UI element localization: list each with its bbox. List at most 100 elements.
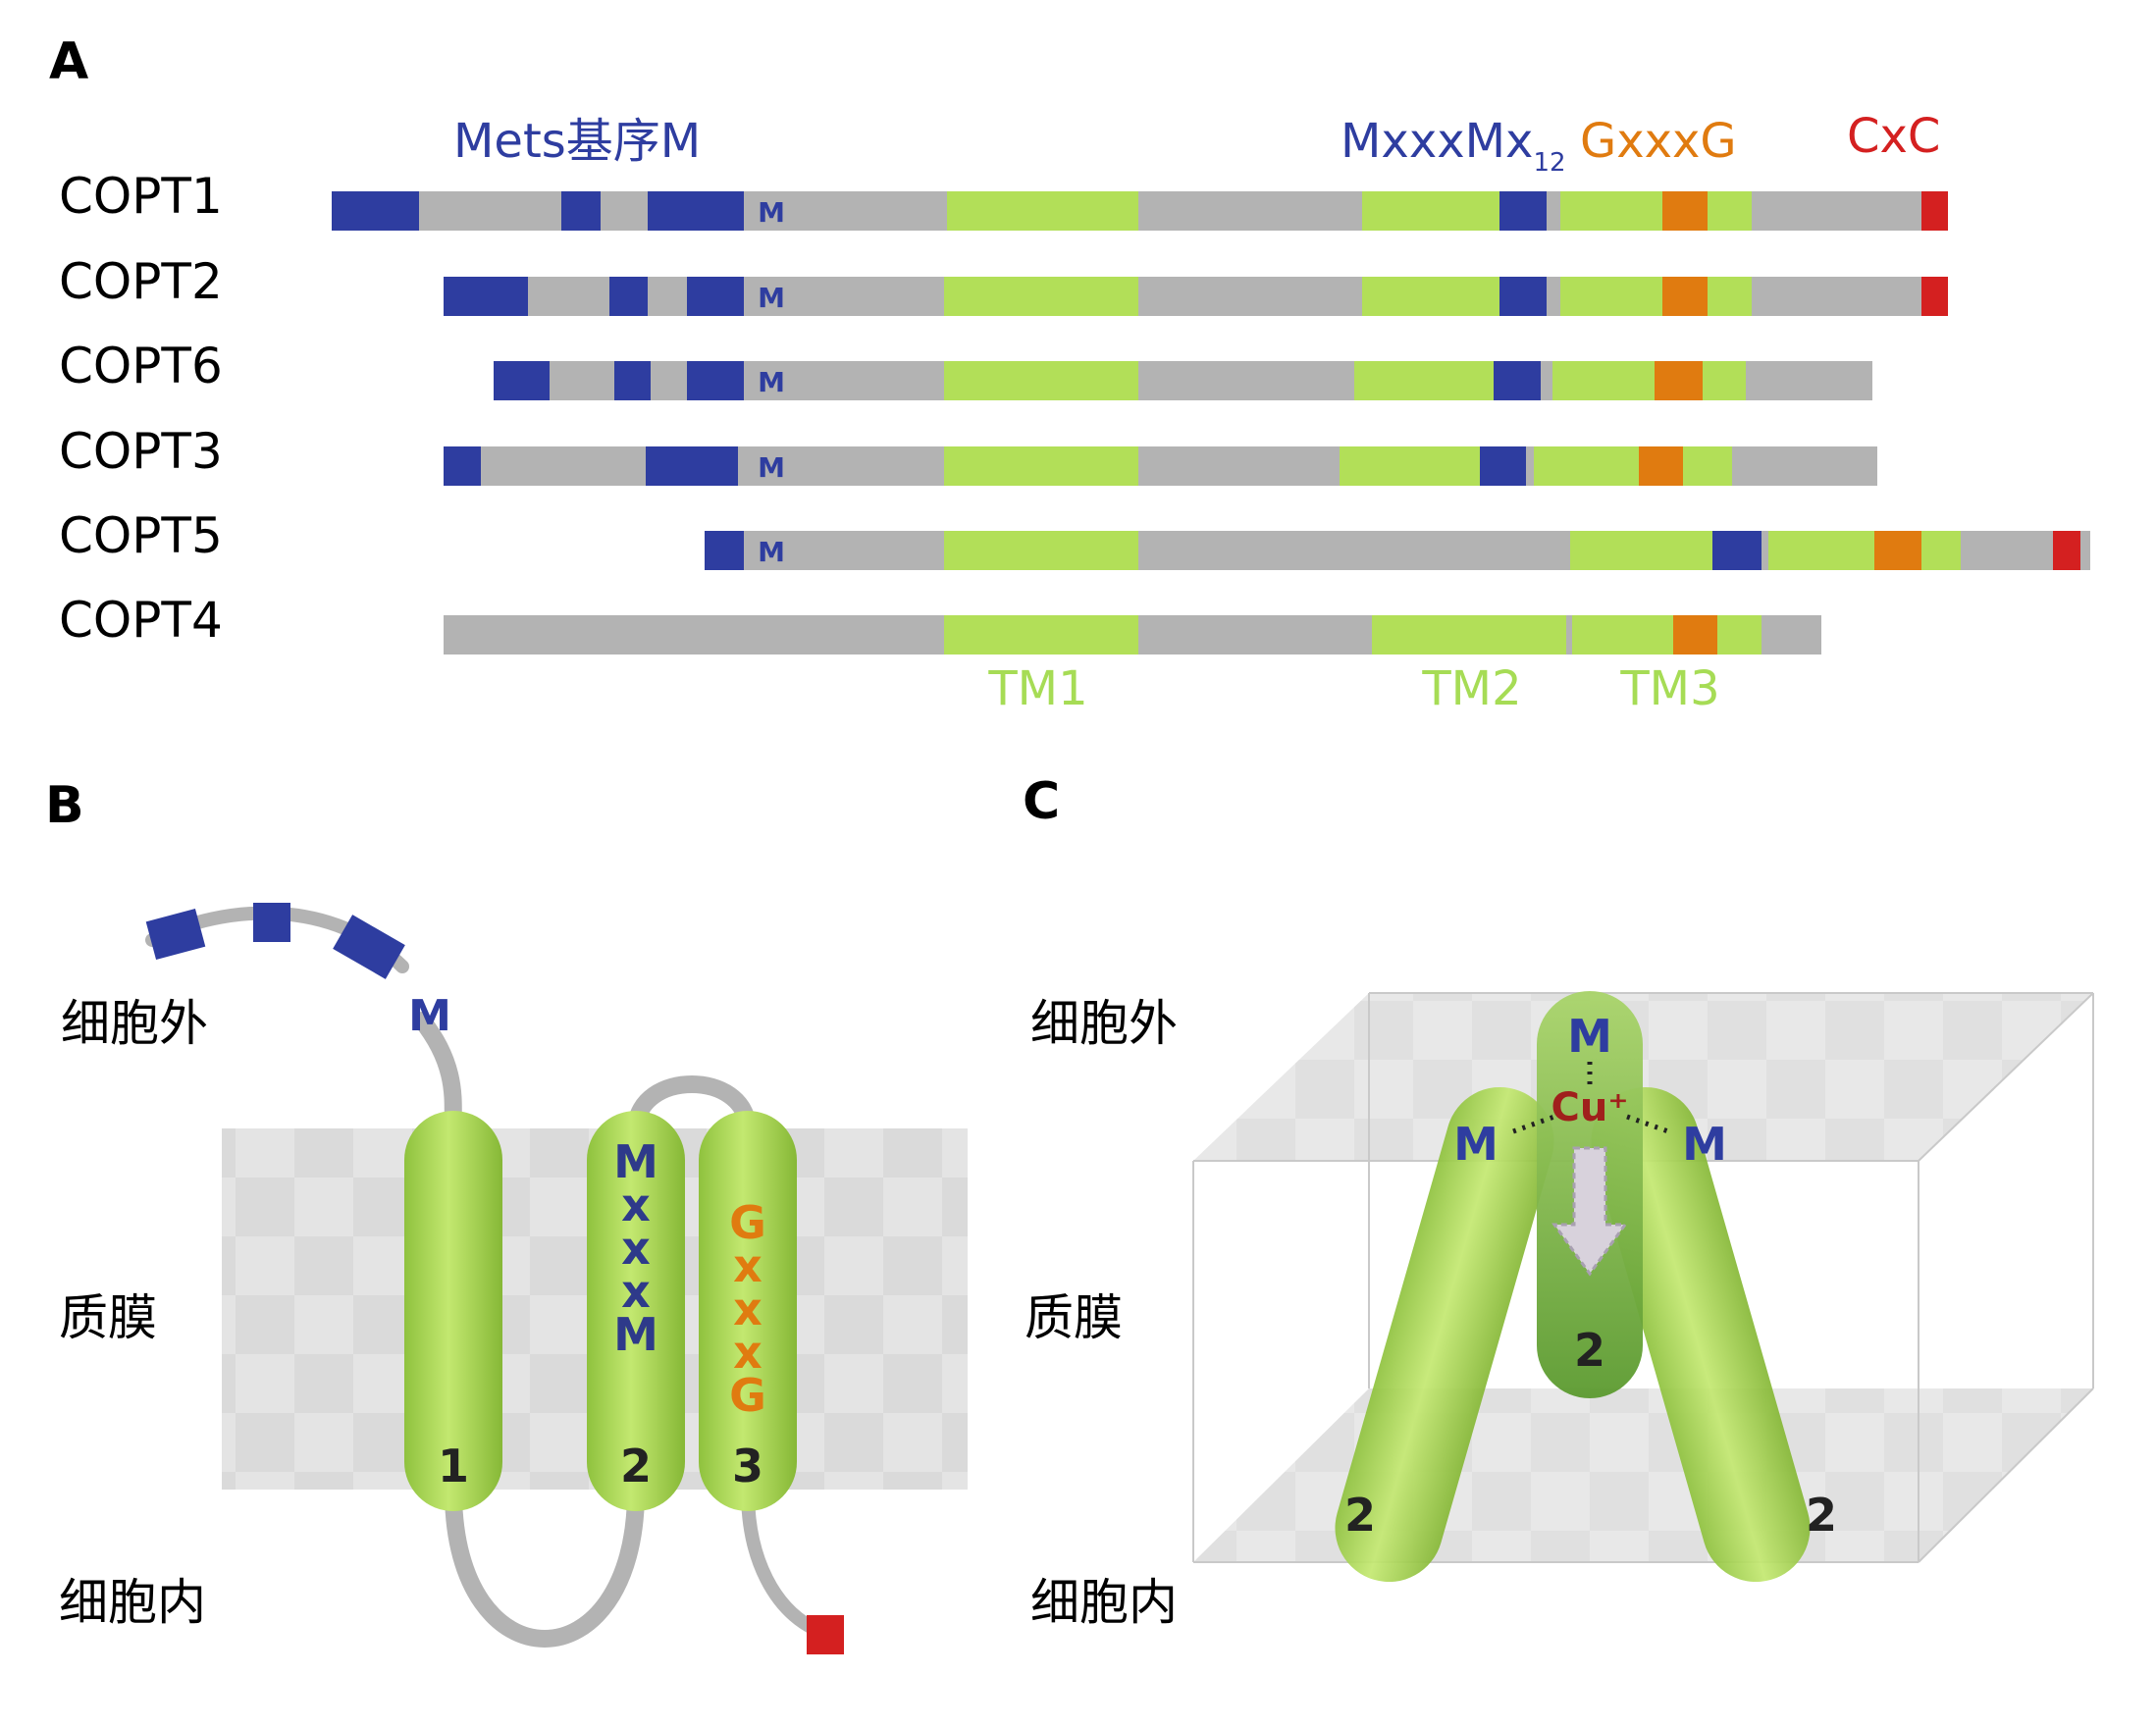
mets-motif-block bbox=[646, 446, 738, 486]
tm-segment bbox=[1572, 615, 1762, 655]
mxxxm-letter: x bbox=[621, 1222, 651, 1275]
membrane-top-plane bbox=[1193, 993, 2093, 1161]
mets-m-label: M bbox=[758, 196, 785, 229]
mets-block-1 bbox=[145, 908, 206, 961]
copper-ion-label: Cu⁺ bbox=[1551, 1085, 1629, 1130]
mxxxm-letter: x bbox=[621, 1178, 651, 1231]
mets-m-label: M bbox=[758, 451, 785, 484]
protein-name: COPT6 bbox=[59, 338, 223, 394]
mxxxm-motif-label: MxxxMx12 bbox=[1341, 114, 1566, 178]
mets-motif-block bbox=[609, 277, 648, 316]
membrane-label-b: 质膜 bbox=[59, 1289, 157, 1346]
mets-block-2 bbox=[253, 903, 290, 942]
mets-motif-label: Mets基序M bbox=[453, 114, 701, 169]
membrane-label-c: 质膜 bbox=[1025, 1289, 1123, 1346]
tm-segment bbox=[944, 277, 1138, 316]
tm-segment bbox=[1354, 361, 1494, 400]
mxxxm-letter: x bbox=[621, 1265, 651, 1318]
helix-c-number-center: 2 bbox=[1574, 1324, 1605, 1377]
tm-segment bbox=[1570, 531, 1712, 570]
helix-c-right bbox=[1591, 1086, 1811, 1583]
protein-row-copt3: COPT3 M bbox=[59, 423, 1877, 486]
tm-segment bbox=[1362, 191, 1499, 231]
mxxxm-letters: MxxxM bbox=[613, 1135, 658, 1361]
m-label-c-top: M bbox=[1567, 1010, 1612, 1063]
m-label-c-left: M bbox=[1453, 1118, 1499, 1171]
mxxxm-letter: M bbox=[613, 1135, 658, 1188]
helix-number-2: 2 bbox=[620, 1440, 652, 1492]
tm2-label: TM2 bbox=[1421, 661, 1521, 716]
tm1-label: TM1 bbox=[987, 661, 1087, 716]
helix-number-3: 3 bbox=[732, 1440, 763, 1492]
tm-segment bbox=[1534, 446, 1732, 486]
cxc-motif-block bbox=[2053, 531, 2080, 570]
mets-motif-block bbox=[705, 531, 744, 570]
extracellular-loop-2 bbox=[627, 1075, 757, 1130]
gxxxg-letter: x bbox=[733, 1283, 762, 1335]
protein-name: COPT5 bbox=[59, 507, 223, 564]
m-label-b: M bbox=[408, 991, 451, 1041]
mxxxm-motif-block bbox=[1480, 446, 1526, 486]
panel-c-label: C bbox=[1023, 772, 1060, 831]
gxxxg-motif-block bbox=[1874, 531, 1921, 570]
mets-motif-block bbox=[648, 191, 744, 231]
tm-segment bbox=[944, 615, 1138, 655]
mets-m-label: M bbox=[758, 366, 785, 398]
cterm-tail bbox=[741, 1485, 821, 1636]
mets-motif-block bbox=[332, 191, 419, 231]
helix-c-number-left: 2 bbox=[1344, 1489, 1376, 1542]
helix-c-left bbox=[1335, 1086, 1554, 1583]
mxxxm-text: MxxxMx bbox=[1341, 114, 1533, 169]
cxc-motif-block bbox=[1921, 191, 1948, 231]
gxxxg-letter: x bbox=[733, 1326, 762, 1379]
intracellular-label-c: 细胞内 bbox=[1030, 1574, 1178, 1631]
protein-name: COPT1 bbox=[59, 168, 223, 225]
gxxxg-motif-label: GxxxG bbox=[1580, 114, 1737, 169]
mets-motif-block bbox=[444, 277, 528, 316]
gxxxg-motif-block bbox=[1655, 361, 1703, 400]
tm-segment bbox=[1560, 277, 1752, 316]
protein-row-copt4: COPT4 bbox=[59, 592, 1821, 655]
gxxxg-letter: x bbox=[733, 1239, 762, 1292]
protein-name: COPT3 bbox=[59, 423, 223, 480]
gxxxg-letter: G bbox=[729, 1196, 766, 1249]
coordination-bonds bbox=[1512, 1062, 1669, 1134]
copper-path-arrow bbox=[1551, 1146, 1628, 1277]
tm-segment bbox=[944, 531, 1138, 570]
mets-motif-block bbox=[614, 361, 651, 400]
mxxxm-motif-block bbox=[1499, 191, 1547, 231]
tm-segment bbox=[1340, 446, 1480, 486]
gxxxg-motif-block bbox=[1639, 446, 1683, 486]
mets-motif-block bbox=[687, 361, 744, 400]
tm-segment bbox=[944, 361, 1138, 400]
tm-segment bbox=[1362, 277, 1499, 316]
mets-m-label: M bbox=[758, 282, 785, 314]
mets-block-3 bbox=[333, 915, 405, 979]
tm-segment bbox=[944, 446, 1138, 486]
protein-name: COPT4 bbox=[59, 592, 223, 649]
mxxxm-motif-block bbox=[1494, 361, 1541, 400]
helix-1 bbox=[404, 1111, 502, 1511]
tm-segment bbox=[1552, 361, 1746, 400]
cterm-cxc-block bbox=[807, 1615, 844, 1654]
helix-2 bbox=[587, 1111, 685, 1511]
mets-motif-block bbox=[444, 446, 481, 486]
tm-segment bbox=[1560, 191, 1752, 231]
protein-name: COPT2 bbox=[59, 253, 223, 310]
gxxxg-motif-block bbox=[1673, 615, 1717, 655]
membrane-bottom-plane bbox=[1193, 1388, 2093, 1562]
mets-motif-block bbox=[561, 191, 601, 231]
mxxxm-letter: M bbox=[613, 1308, 658, 1361]
mxxxm-subscript: 12 bbox=[1533, 148, 1565, 178]
helix-number-1: 1 bbox=[438, 1440, 469, 1492]
m-label-c-right: M bbox=[1682, 1118, 1727, 1171]
tm-segment bbox=[1768, 531, 1961, 570]
mxxxm-motif-block bbox=[1712, 531, 1762, 570]
panel-b-label: B bbox=[45, 776, 84, 835]
mets-motif-block bbox=[687, 277, 744, 316]
protein-row-copt1: COPT1 M bbox=[59, 168, 1948, 231]
intracellular-loop-1 bbox=[445, 1491, 645, 1648]
panel-a-label: A bbox=[49, 32, 88, 91]
